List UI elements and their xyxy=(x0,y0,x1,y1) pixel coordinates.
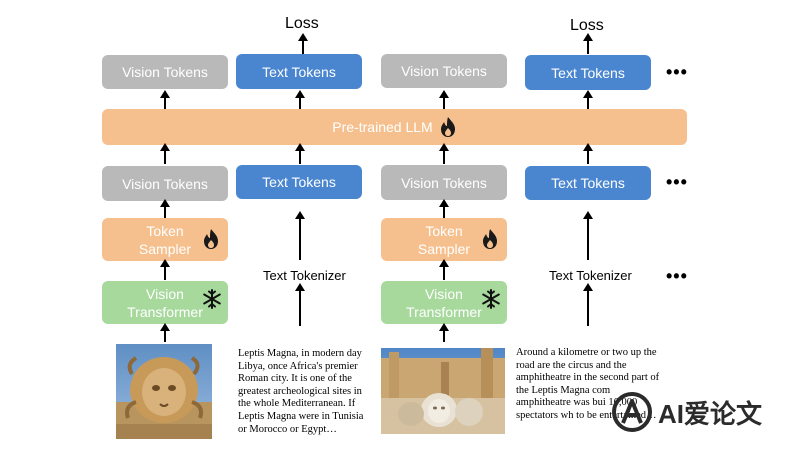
watermark-text: AI爱论文 xyxy=(658,398,763,429)
arrow-llm-vision-1 xyxy=(160,90,170,109)
watermark-logo-icon xyxy=(612,392,652,432)
arrow-image-2-vit xyxy=(439,323,449,342)
arrow-tokenizer-2-text xyxy=(583,211,593,260)
leptis-ruins-image xyxy=(381,348,505,434)
arrow-text-1-tokenizer xyxy=(295,283,305,326)
fire-icon xyxy=(483,229,497,249)
continuation-dots-bottom: ••• xyxy=(666,266,688,286)
arrow-tokenizer-1-text xyxy=(295,211,305,260)
text-tokens-top-1: Text Tokens xyxy=(236,54,362,89)
arrow-vit-2-sampler xyxy=(439,259,449,280)
medusa-sculpture-image xyxy=(116,344,212,439)
arrow-text-2-llm xyxy=(583,143,593,164)
snowflake-icon xyxy=(482,289,500,309)
continuation-dots-top: ••• xyxy=(666,62,688,82)
vision-transformer-line2: Transformer xyxy=(127,303,203,320)
arrow-loss-left xyxy=(298,33,308,54)
arrow-vision-1-llm xyxy=(160,143,170,164)
pretrained-llm-label: Pre-trained LLM xyxy=(332,119,433,135)
loss-label-left: Loss xyxy=(285,15,319,32)
loss-label-right: Loss xyxy=(570,17,604,34)
vision-tokens-top-2: Vision Tokens xyxy=(381,54,507,88)
arrow-text-2-tokenizer xyxy=(583,283,593,326)
leptis-text-right: Around a kilometre or two up the road ar… xyxy=(516,347,660,421)
vision-transformer-line2: Transformer xyxy=(406,303,482,320)
arrow-image-1-vit xyxy=(160,323,170,342)
fire-icon xyxy=(440,117,455,137)
fire-icon xyxy=(204,229,218,249)
leptis-text-left: Leptis Magna, in modern day Libya, once … xyxy=(238,348,364,435)
vision-tokens-mid-2: Vision Tokens xyxy=(381,165,507,200)
arrow-llm-text-1 xyxy=(295,90,305,109)
arrow-vit-1-sampler xyxy=(160,259,170,280)
arrow-sampler-1-vision xyxy=(160,199,170,218)
arrow-vision-2-llm xyxy=(439,143,449,164)
token-sampler-line1: Token xyxy=(425,222,463,239)
text-tokens-top-2: Text Tokens xyxy=(525,55,651,90)
vision-transformer-line1: Vision xyxy=(425,285,463,302)
snowflake-icon xyxy=(203,289,221,309)
token-sampler-line1: Token xyxy=(146,222,184,239)
text-tokenizer-1: Text Tokenizer xyxy=(263,268,346,283)
token-sampler-2: Token Sampler xyxy=(381,218,507,261)
pretrained-llm-bar: Pre-trained LLM xyxy=(102,109,687,145)
arrow-llm-text-2 xyxy=(583,90,593,109)
text-tokens-mid-2: Text Tokens xyxy=(525,166,651,200)
token-sampler-line2: Sampler xyxy=(138,240,192,257)
text-tokens-mid-1: Text Tokens xyxy=(236,165,362,199)
text-tokenizer-2: Text Tokenizer xyxy=(549,268,632,283)
arrow-llm-vision-2 xyxy=(439,90,449,109)
token-sampler-line2: Sampler xyxy=(417,240,471,257)
watermark: AI爱论文 xyxy=(612,392,762,432)
vision-tokens-mid-1: Vision Tokens xyxy=(102,166,228,201)
continuation-dots-mid: ••• xyxy=(666,172,688,192)
arrow-loss-right xyxy=(583,33,593,54)
arrow-text-1-llm xyxy=(295,143,305,164)
arrow-sampler-2-vision xyxy=(439,199,449,218)
vision-tokens-top-1: Vision Tokens xyxy=(102,55,228,89)
vision-transformer-line1: Vision xyxy=(146,285,184,302)
